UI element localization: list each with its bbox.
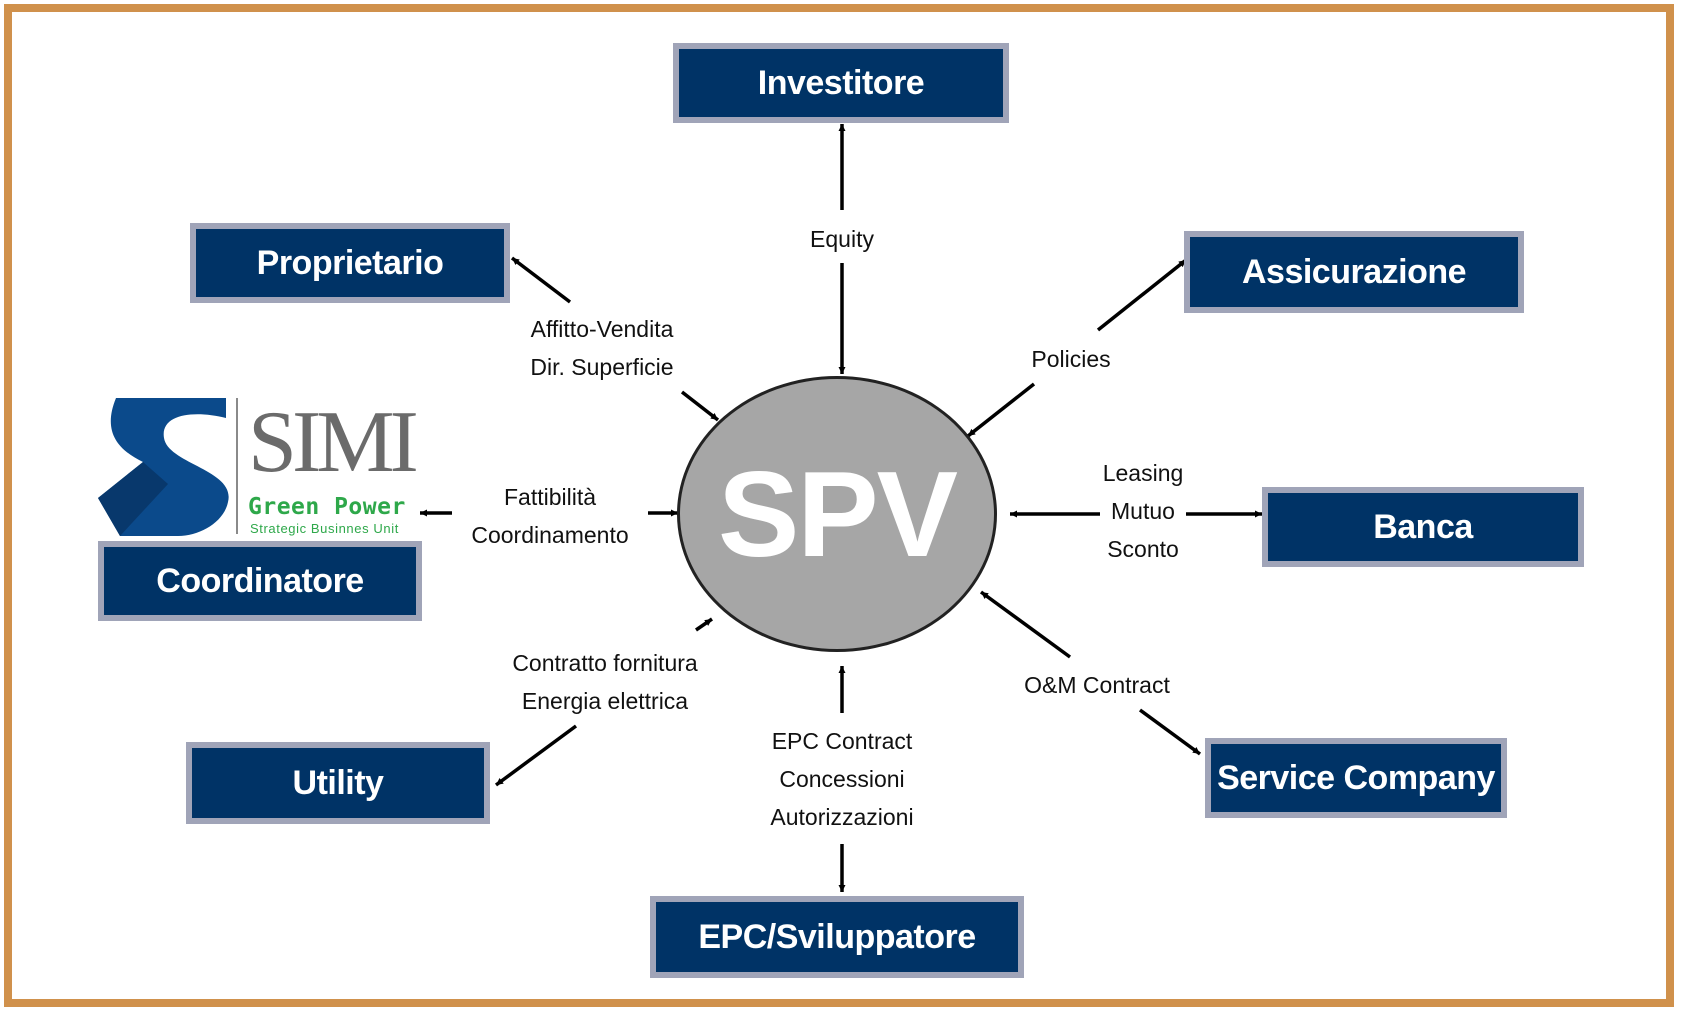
connector-assicurazione-top [1096,258,1188,332]
node-proprietario: Proprietario [190,223,510,303]
link-label-line: Policies [1031,346,1111,372]
link-label-epc: EPC Contract Concessioni Autorizzazioni [770,722,913,836]
link-label-equity: Equity [810,220,874,258]
connector-proprietario-bottom [680,390,720,422]
link-label-line: Leasing [1102,460,1184,486]
link-label-line: Dir. Superficie [530,354,674,380]
link-label-line: Equity [810,226,874,252]
connector-proprietario-top [510,256,572,304]
link-label-line: Coordinamento [471,522,629,548]
logo-divider [236,398,238,534]
connector-utility-top [695,617,713,632]
connector-assicurazione-bottom [966,382,1036,438]
link-label-service: O&M Contract [1024,666,1170,704]
link-label-utility: Contratto fornitura Energia elettrica [512,644,697,720]
link-label-line: Fattibilità [503,484,597,510]
node-coordinatore: Coordinatore [98,541,422,621]
node-utility: Utility [186,742,490,824]
slide-frame [4,4,1674,1007]
connector-service-bottom [1138,708,1202,756]
node-epc-sviluppatore: EPC/Sviluppatore [650,896,1024,978]
logo-subtitle: Strategic Businnes Unit [250,521,399,536]
link-label-line: Affitto-Vendita [530,316,674,342]
node-investitore: Investitore [673,43,1009,123]
logo-wordmark: SIMI [248,394,419,491]
link-label-line: Autorizzazioni [770,804,914,830]
node-banca: Banca [1262,487,1584,567]
link-label-line: Sconto [1107,536,1179,562]
link-label-line: Concessioni [779,766,905,792]
logo-swoosh-shadow [98,462,168,536]
logo-tagline: Green Power [248,494,406,520]
link-label-line: O&M Contract [1024,672,1170,698]
simi-logo [98,398,238,536]
link-label-coordinatore: Fattibilità Coordinamento [471,478,628,554]
link-label-assicurazione: Policies [1031,340,1110,378]
connector-service-top [979,590,1072,659]
link-label-proprietario: Affitto-Vendita Dir. Superficie [530,310,673,386]
link-label-line: EPC Contract [771,728,913,754]
connector-utility-bottom [494,724,578,787]
link-label-line: Energia elettrica [521,688,689,714]
spv-hub: SPV [677,376,997,652]
node-assicurazione: Assicurazione [1184,231,1524,313]
link-label-line: Mutuo [1111,498,1175,524]
link-label-banca: Leasing Mutuo Sconto [1103,454,1184,568]
node-service-company: Service Company [1205,738,1507,818]
link-label-line: Contratto fornitura [512,650,698,676]
